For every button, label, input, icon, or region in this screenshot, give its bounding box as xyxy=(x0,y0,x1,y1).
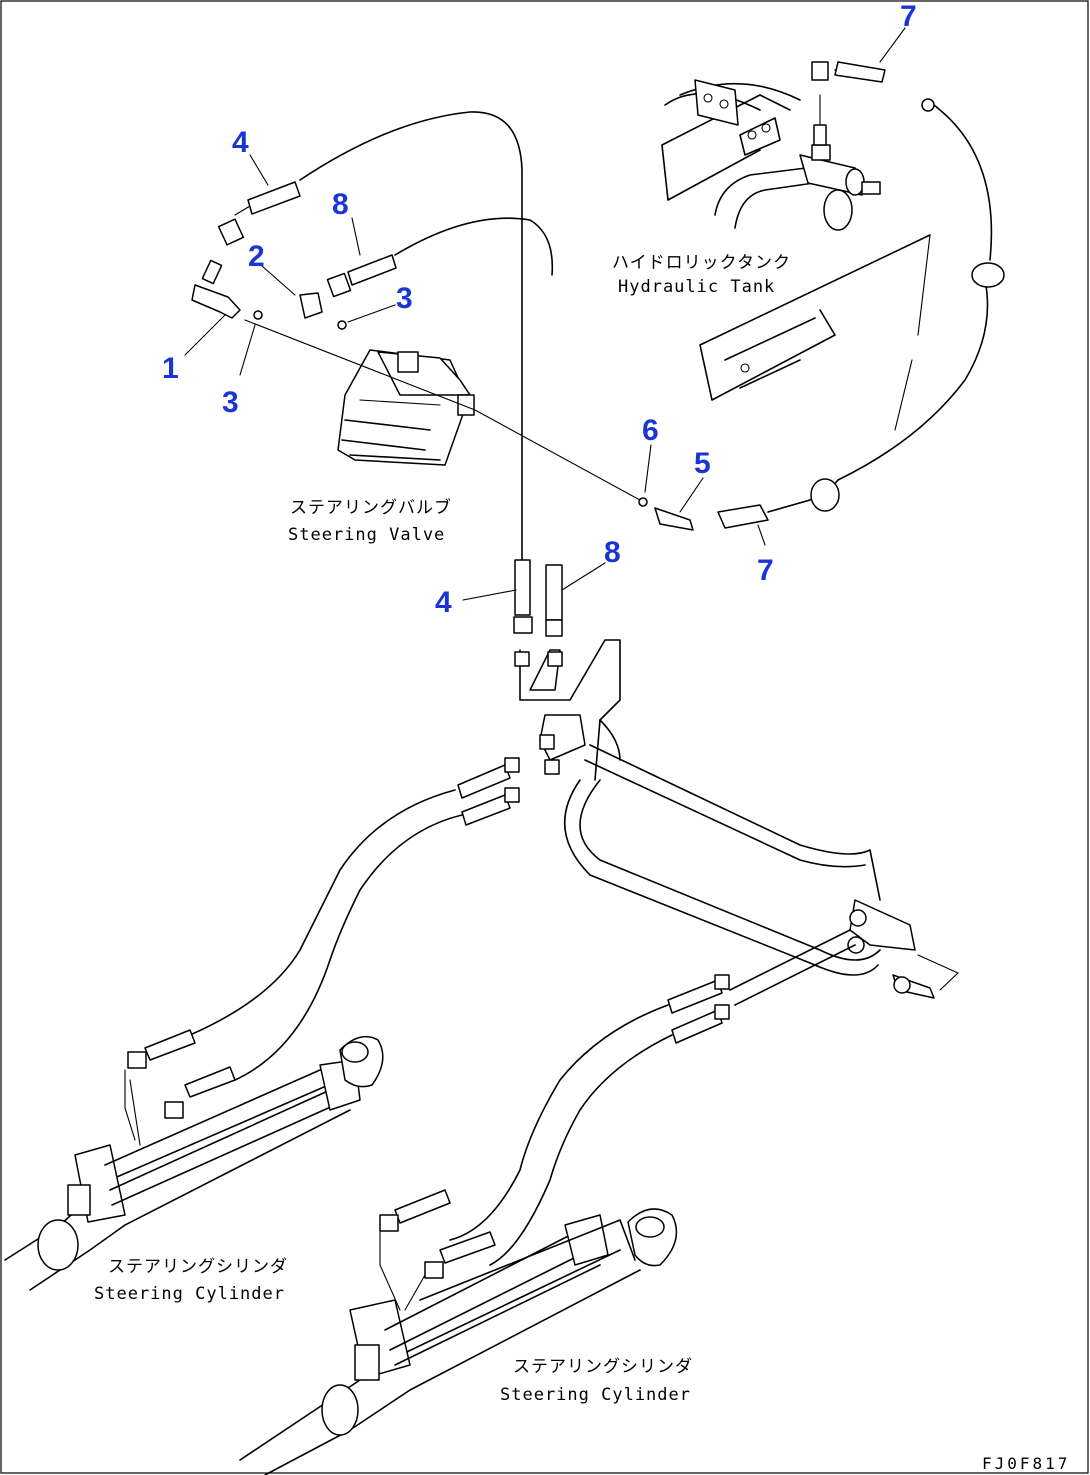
callout-2: 2 xyxy=(248,240,265,273)
callout-4-top: 4 xyxy=(232,126,249,159)
hydraulic-tank xyxy=(661,61,931,431)
right-steering-cylinder xyxy=(239,1208,678,1475)
steering-cylinder-right-label-jp: ステアリングシリンダ xyxy=(513,1357,693,1377)
left-hoses xyxy=(124,757,520,1146)
right-hoses xyxy=(379,929,856,1311)
callout-7-bottom: 7 xyxy=(757,554,774,587)
callouts: 1 2 3 3 4 4 5 6 7 7 8 8 xyxy=(162,0,917,619)
callout-3-left: 3 xyxy=(222,386,239,419)
lower-connection-block xyxy=(513,559,959,999)
callout-3-right: 3 xyxy=(396,282,413,315)
drawing-code: FJ0F817 xyxy=(982,1454,1070,1473)
steering-valve-label-en: Steering Valve xyxy=(288,525,445,545)
callout-1: 1 xyxy=(162,352,179,385)
steering-cylinder-right-label-en: Steering Cylinder xyxy=(500,1385,691,1405)
callout-7-top: 7 xyxy=(900,0,917,33)
steering-cylinder-left-label-jp: ステアリングシリンダ xyxy=(108,1257,288,1277)
hydraulic-tank-label-en: Hydraulic Tank xyxy=(618,277,775,297)
callout-6: 6 xyxy=(642,414,659,447)
component-labels: ハイドロリックタンク Hydraulic Tank ステアリングバルブ Stee… xyxy=(94,253,791,1405)
leader-lines xyxy=(184,27,906,601)
callout-8-bottom: 8 xyxy=(604,536,621,569)
callout-8-top: 8 xyxy=(332,188,349,221)
left-steering-cylinder xyxy=(4,1035,384,1291)
steering-cylinder-left-label-en: Steering Cylinder xyxy=(94,1284,285,1304)
steering-valve xyxy=(337,349,475,466)
steering-valve-label-jp: ステアリングバルブ xyxy=(290,497,452,518)
hydraulic-tank-label-jp: ハイドロリックタンク xyxy=(612,253,791,273)
upper-hoses xyxy=(191,61,1005,566)
callout-4-bottom: 4 xyxy=(435,586,452,619)
callout-5: 5 xyxy=(694,447,711,480)
